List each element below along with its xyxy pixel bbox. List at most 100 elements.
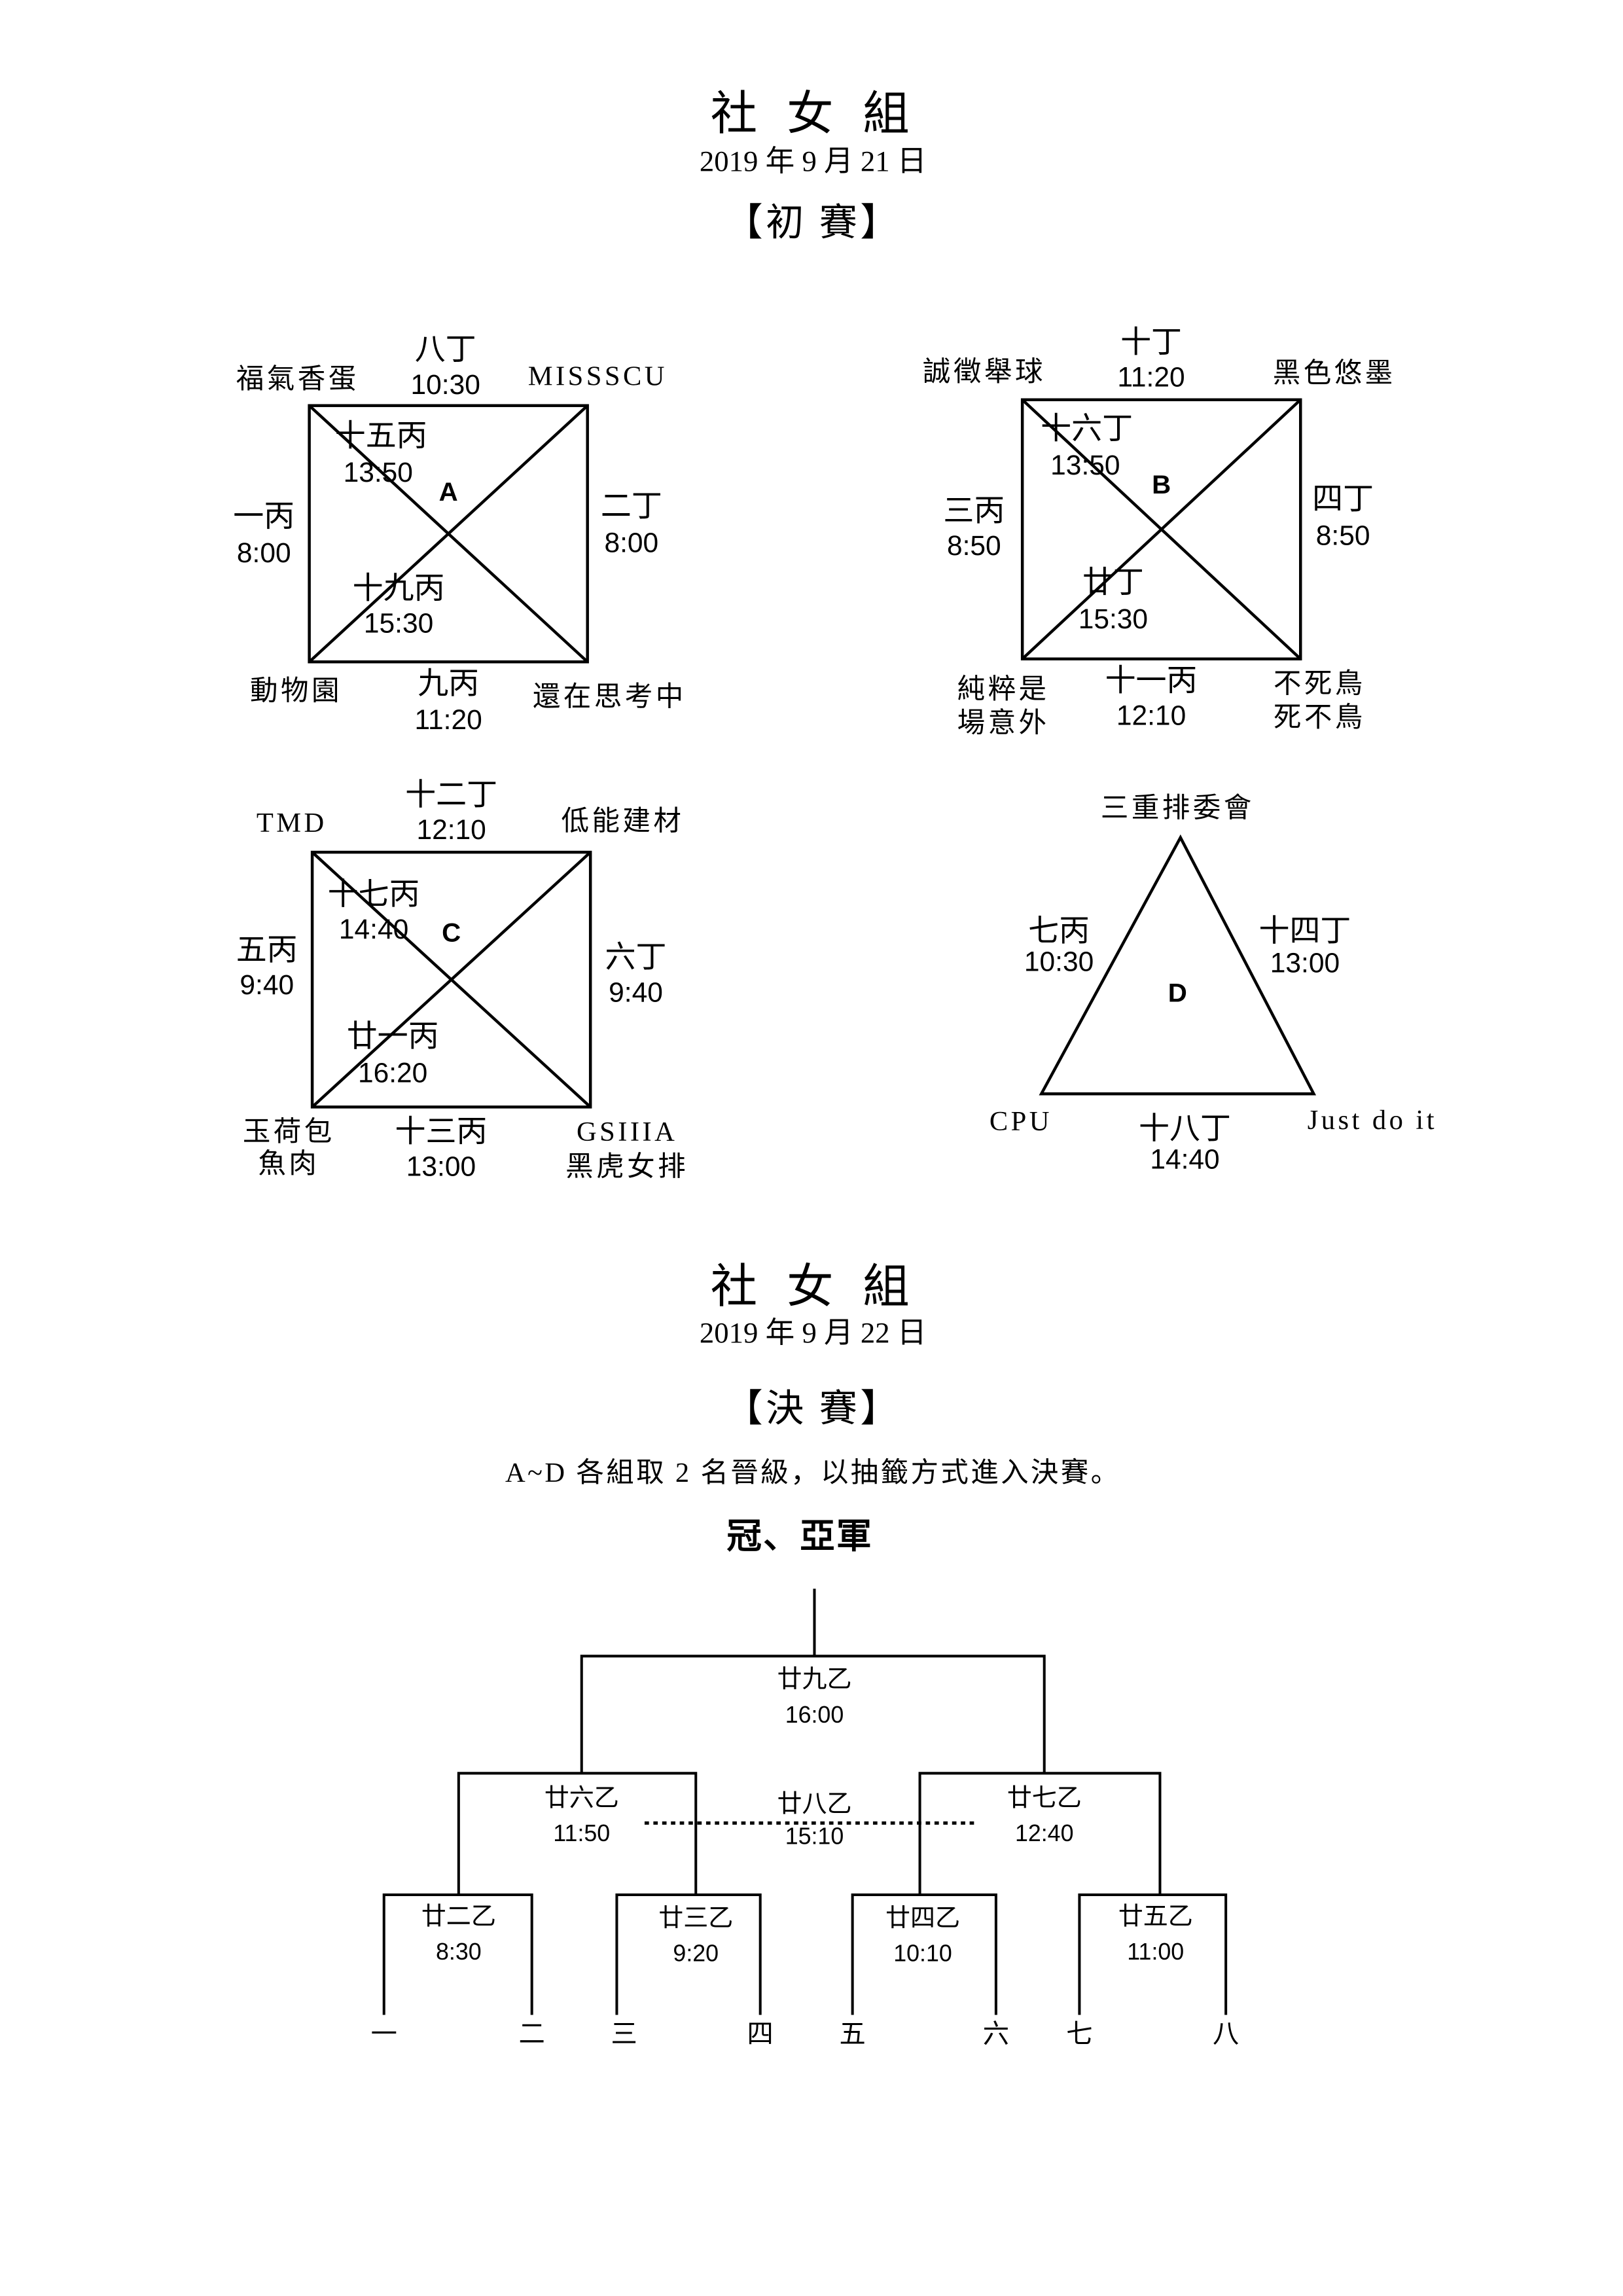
group-c-match-diag-upper-time: 14:40: [339, 914, 408, 945]
bracket-slot: 八: [1213, 2019, 1239, 2049]
group-d-match-left-time: 10:30: [1024, 946, 1094, 977]
group-b-match-diag-upper-time: 13:50: [1050, 450, 1120, 481]
group-a-match-right-time: 8:00: [604, 528, 658, 559]
group-c-team-bottom-left-line1: 玉荷包: [243, 1117, 335, 1147]
final-title: 社 女 組: [711, 1261, 919, 1313]
group-b-team-top-left: 誠徵舉球: [923, 357, 1046, 387]
final-note: A~D 各組取 2 名晉級，以抽籤方式進入決賽。: [505, 1458, 1121, 1488]
group-c-team-top-left: TMD: [257, 808, 327, 838]
group-c-match-top-code: 十二丁: [405, 778, 497, 812]
semifinal-code: 廿七乙: [1007, 1784, 1082, 1812]
group-b-match-diag-upper-code: 十六丁: [1041, 412, 1133, 446]
quarterfinal-code: 廿五乙: [1118, 1903, 1193, 1931]
bracket-slot: 三: [611, 2019, 637, 2049]
group-c-team-bottom-right-line1: GSIIIA: [577, 1117, 677, 1147]
group-d: 三重排委會 CPU Just do it 七丙 10:30 十四丁 13:00 …: [990, 793, 1437, 1175]
group-a-team-top-right: MISSSCU: [528, 361, 668, 391]
group-c-match-diag-lower-time: 16:20: [358, 1058, 427, 1088]
quarterfinal-time: 10:10: [893, 1940, 952, 1966]
group-b-square: [1020, 398, 1302, 660]
prelim-date: 2019 年 9 月 21 日: [700, 145, 927, 177]
group-a-match-right-code: 二丁: [601, 490, 662, 524]
group-c-match-left-time: 9:40: [240, 970, 294, 1001]
bracket-slot: 七: [1066, 2019, 1092, 2049]
group-a-team-bottom-left: 動物園: [250, 675, 342, 706]
group-a: 福氣香蛋 MISSSCU 動物園 還在思考中 八丁 10:30 十五丙 13:5…: [233, 333, 687, 736]
group-a-square: [308, 404, 589, 664]
group-a-match-left-time: 8:00: [237, 538, 291, 569]
group-c: TMD 低能建材 玉荷包 魚肉 GSIIIA 黑虎女排 十二丁 12:10 十七…: [236, 778, 688, 1183]
group-b-team-bottom-left-line2: 場意外: [957, 708, 1050, 739]
group-c-team-bottom-left-line2: 魚肉: [258, 1149, 319, 1179]
group-d-match-bottom-time: 14:40: [1150, 1144, 1219, 1175]
group-c-match-diag-lower-code: 廿一丙: [347, 1020, 439, 1054]
group-d-match-bottom-code: 十八丁: [1139, 1112, 1231, 1146]
group-c-match-left-code: 五丙: [236, 933, 298, 967]
group-a-match-diag-upper-time: 13:50: [344, 457, 413, 488]
quarterfinal-code: 廿二乙: [421, 1903, 496, 1931]
group-b-label: B: [1152, 470, 1171, 499]
group-c-match-bottom-time: 13:00: [406, 1152, 476, 1183]
group-c-diagonal: [311, 851, 592, 1109]
group-a-team-bottom-right: 還在思考中: [533, 681, 687, 712]
group-b-match-diag-lower-code: 廿丁: [1082, 565, 1144, 600]
group-a-match-diag-lower-code: 十九丙: [353, 571, 445, 605]
group-b-match-top-time: 11:20: [1117, 363, 1185, 393]
third-place-time: 15:10: [785, 1823, 844, 1850]
group-a-diagonal: [308, 404, 589, 663]
group-a-match-top-time: 10:30: [411, 370, 480, 401]
bracket-line: [457, 1772, 698, 1895]
group-a-match-bottom-time: 11:20: [415, 705, 482, 736]
group-b-match-right-code: 四丁: [1312, 482, 1374, 516]
final-date: 2019 年 9 月 22 日: [700, 1316, 927, 1349]
group-c-label: C: [442, 918, 461, 948]
bracket-line: [615, 1893, 762, 2015]
bracket-slot: 五: [840, 2019, 866, 2049]
group-d-triangle: [1039, 834, 1317, 1096]
group-d-match-left-code: 七丙: [1028, 914, 1090, 948]
group-d-label: D: [1168, 978, 1187, 1007]
semifinal-code: 廿六乙: [544, 1784, 619, 1812]
bracket-slot: 一: [371, 2019, 397, 2049]
group-b-team-bottom-right-line1: 不死鳥: [1274, 668, 1366, 699]
group-a-match-diag-upper-code: 十五丙: [335, 420, 427, 454]
group-c-team-top-right: 低能建材: [561, 806, 684, 837]
semifinal-time: 12:40: [1015, 1820, 1074, 1846]
bracket-line: [580, 1655, 1046, 1774]
group-b-match-bottom-time: 12:10: [1116, 701, 1186, 732]
quarterfinal-code: 廿四乙: [885, 1905, 960, 1932]
group-b-match-left-code: 三丙: [943, 494, 1005, 528]
bracket: 廿九乙 16:00 廿六乙 11:50 廿七乙 12:40 廿八乙 15:10 …: [371, 1588, 1239, 2049]
group-d-match-right-code: 十四丁: [1258, 914, 1351, 948]
group-a-match-bottom-code: 九丙: [418, 667, 479, 701]
group-b-team-top-right: 黑色悠墨: [1273, 358, 1396, 389]
quarterfinal-code: 廿三乙: [658, 1905, 733, 1932]
group-c-match-bottom-code: 十三丙: [395, 1115, 488, 1149]
bracket-slot: 二: [519, 2019, 545, 2049]
group-a-label: A: [439, 477, 458, 507]
group-b-match-top-code: 十丁: [1120, 326, 1182, 360]
group-b-match-diag-lower-time: 15:30: [1079, 604, 1148, 635]
group-b-team-bottom-left-line1: 純粹是: [957, 674, 1050, 705]
group-c-match-top-time: 12:10: [416, 815, 486, 846]
group-b: 誠徵舉球 黑色悠墨 純粹是 場意外 不死鳥 死不鳥 十丁 11:20 十六丁 1…: [923, 326, 1396, 739]
prelim-title: 社 女 組: [711, 88, 919, 140]
group-d-match-right-time: 13:00: [1270, 948, 1340, 979]
group-c-match-diag-upper-code: 十七丙: [328, 878, 420, 912]
group-c-team-bottom-right-line2: 黑虎女排: [565, 1152, 688, 1183]
group-b-diagonal: [1021, 399, 1302, 660]
quarterfinal-time: 11:00: [1127, 1939, 1184, 1965]
quarterfinal-time: 9:20: [673, 1940, 719, 1966]
championship-code: 廿九乙: [777, 1666, 851, 1693]
group-d-team-bottom-left: CPU: [990, 1106, 1052, 1137]
group-d-team-top: 三重排委會: [1101, 793, 1255, 823]
group-d-team-bottom-right: Just do it: [1308, 1105, 1437, 1136]
group-b-match-left-time: 8:50: [947, 531, 1001, 562]
bracket-line: [851, 1893, 997, 2015]
group-b-team-bottom-right-line2: 死不鳥: [1274, 702, 1366, 733]
group-a-team-top-left: 福氣香蛋: [236, 364, 359, 395]
bracket-slot: 六: [983, 2019, 1009, 2049]
semifinal-time: 11:50: [553, 1820, 610, 1846]
